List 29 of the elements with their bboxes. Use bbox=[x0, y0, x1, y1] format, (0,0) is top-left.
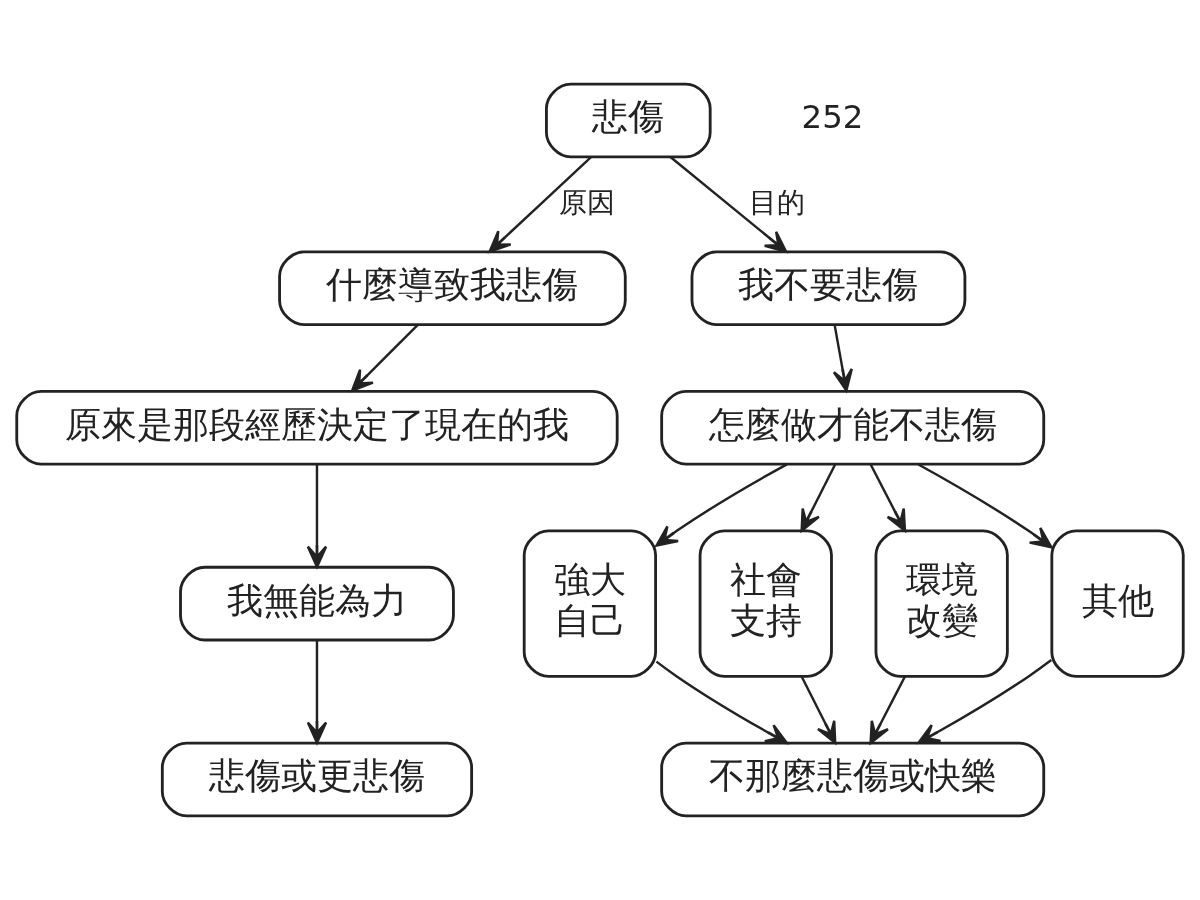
node-box: 我無能為力 bbox=[179, 565, 455, 642]
arrow bbox=[917, 659, 1053, 744]
node-box: 我不要悲傷 bbox=[690, 250, 967, 327]
node-box: 強大自己 bbox=[522, 529, 657, 678]
node-box: 不那麼悲傷或快樂 bbox=[660, 741, 1046, 818]
arrow bbox=[655, 463, 788, 547]
arrow bbox=[800, 464, 837, 532]
node-box: 怎麼做才能不悲傷 bbox=[660, 389, 1046, 466]
arrow bbox=[306, 640, 328, 744]
arrow bbox=[800, 676, 837, 745]
arrow bbox=[832, 324, 853, 392]
node-box: 社會支持 bbox=[698, 529, 833, 678]
label: 252 bbox=[801, 98, 864, 137]
edge-label: 原因 bbox=[558, 185, 615, 219]
arrow bbox=[488, 156, 592, 253]
arrow bbox=[351, 324, 419, 392]
node-box: 環境改變 bbox=[874, 529, 1009, 678]
edge-label: 目的 bbox=[748, 185, 805, 219]
node-box: 悲傷 bbox=[545, 82, 712, 159]
arrow bbox=[670, 156, 788, 253]
node-box: 悲傷或更悲傷 bbox=[160, 741, 474, 818]
arrow bbox=[655, 660, 789, 745]
arrow bbox=[917, 463, 1053, 549]
node-box: 什麼導致我悲傷 bbox=[278, 250, 627, 327]
node-box: 其他 bbox=[1050, 529, 1185, 678]
arrow bbox=[306, 464, 328, 569]
arrow bbox=[869, 464, 907, 532]
node-box: 原來是那段經歷決定了現在的我 bbox=[15, 389, 619, 466]
arrow bbox=[869, 676, 907, 745]
